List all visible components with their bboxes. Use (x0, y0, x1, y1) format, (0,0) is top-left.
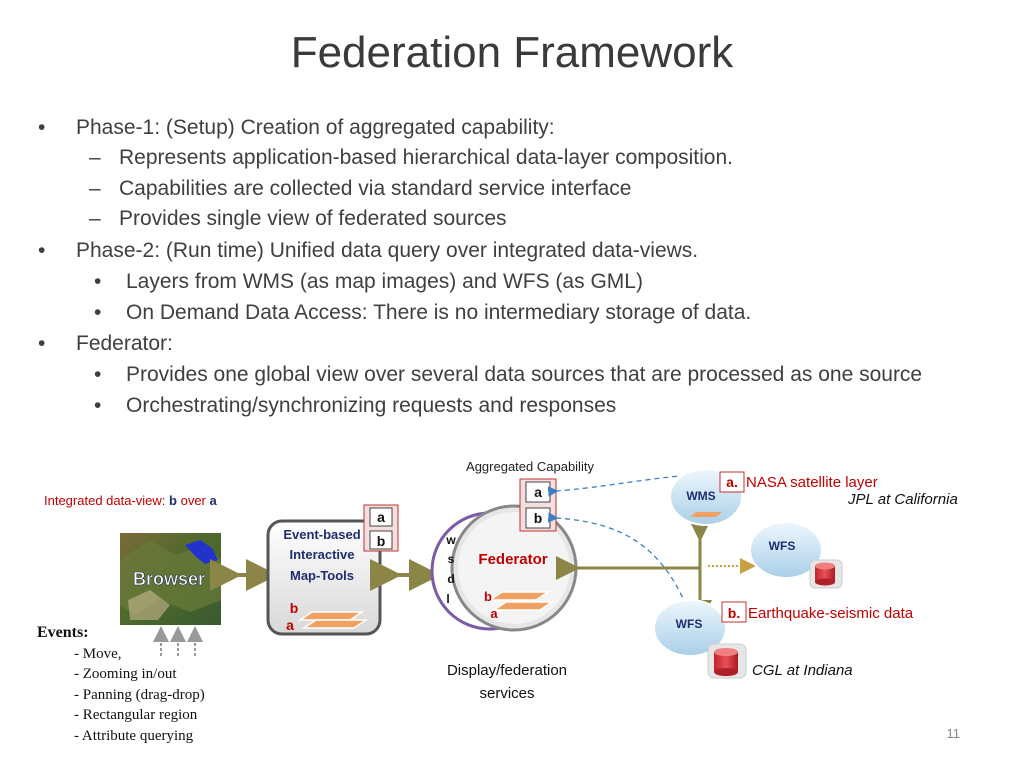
bullet-mark: • (38, 332, 46, 355)
integrated-b: b (169, 493, 177, 508)
sub-bullet: – Provides single view of federated sour… (89, 207, 507, 231)
events-title: Events: (37, 624, 89, 641)
bullet-phase2-text: Phase-2: (Run time) Unified data query o… (76, 239, 699, 262)
bullet-phase1: • Phase-1: (Setup) Creation of aggregate… (38, 116, 555, 140)
dash-mark: – (89, 177, 101, 200)
wsdl-d: d (447, 572, 454, 586)
sub-bullet: • Layers from WMS (as map images) and WF… (94, 270, 643, 294)
federator-label: Federator (478, 551, 547, 568)
wsdl-s: s (448, 552, 455, 566)
event-item: - Panning (drag-drop) (74, 687, 205, 703)
sub-bullet-text: Orchestrating/synchronizing requests and… (126, 394, 617, 417)
event-tools-line3: Map-Tools (290, 568, 354, 583)
sub-bullet-text: Capabilities are collected via standard … (119, 177, 632, 200)
jpl-label: JPL at California (847, 491, 958, 508)
sub-bullet: • On Demand Data Access: There is no int… (94, 301, 752, 325)
bullet-phase1-text: Phase-1: (Setup) Creation of aggregated … (76, 116, 555, 139)
federator-layers-icon (487, 591, 555, 611)
bullet-federator-text: Federator: (76, 332, 173, 355)
federator-layer-a: a (534, 484, 542, 500)
bullet-mark: • (94, 363, 102, 386)
nasa-marker: a. (726, 474, 738, 490)
quake-marker-box (721, 601, 747, 623)
database-icon (809, 559, 843, 589)
aggregated-capability-label: Aggregated Capability (466, 459, 594, 474)
sub-bullet: – Capabilities are collected via standar… (89, 177, 632, 201)
sub-bullet-text: Provides one global view over several da… (126, 363, 923, 386)
wfs-right-cloud (749, 521, 823, 579)
wfs-bottom-label: WFS (676, 617, 703, 631)
event-item: - Zooming in/out (74, 666, 177, 682)
wfs-capability-arrow (547, 512, 687, 606)
bullet-mark: • (94, 301, 102, 324)
tools-layer-a-label: a (286, 617, 294, 633)
event-item: - Attribute querying (74, 728, 194, 744)
quake-text: Earthquake-seismic data (748, 605, 914, 622)
slide-title: Federation Framework (290, 28, 734, 77)
wfs-bottom-cloud (653, 599, 727, 657)
wsdl-w: w (445, 533, 456, 547)
wsdl-l: l (446, 592, 449, 606)
tools-layer-b-label: b (290, 600, 299, 616)
browser-label: Browser (133, 569, 205, 589)
wms-capability-arrow (547, 473, 707, 497)
integrated-a: a (210, 493, 218, 508)
federation-diagram: Aggregated Capability Integrated data-vi… (37, 459, 961, 744)
sub-bullet: – Represents application-based hierarchi… (89, 146, 733, 170)
integrated-prefix: Integrated data-view: (44, 493, 169, 508)
cgl-label: CGL at Indiana (752, 662, 853, 679)
quake-marker: b. (728, 605, 740, 621)
federator-layer-b: b (534, 510, 543, 526)
tools-layers-icon (297, 611, 369, 629)
event-tools-line2: Interactive (289, 547, 354, 562)
sub-bullet-text: Provides single view of federated source… (119, 207, 507, 230)
database-icon (707, 643, 747, 679)
tools-capability-stack (363, 504, 399, 552)
display-services-line2: services (479, 685, 534, 702)
event-tools-line1: Event-based (283, 527, 360, 542)
bullet-mark: • (94, 270, 102, 293)
tools-layer-b: b (377, 533, 386, 549)
federator-layer-b-label: b (484, 589, 492, 604)
bullet-federator: • Federator: (38, 332, 173, 356)
dash-mark: – (89, 207, 101, 230)
bullet-mark: • (38, 116, 46, 139)
dash-mark: – (89, 146, 101, 169)
wms-label: WMS (686, 489, 715, 503)
browser-map-image (120, 533, 221, 625)
sub-bullet: • Provides one global view over several … (94, 363, 923, 387)
sub-bullet-text: Represents application-based hierarchica… (119, 146, 733, 169)
nasa-marker-box (719, 471, 745, 493)
sub-bullet: • Orchestrating/synchronizing requests a… (94, 394, 617, 418)
sub-bullet-text: On Demand Data Access: There is no inter… (126, 301, 752, 324)
display-services-line1: Display/federation (447, 662, 567, 679)
bullet-phase2: • Phase-2: (Run time) Unified data query… (38, 239, 699, 263)
bullet-mark: • (38, 239, 46, 262)
event-item: - Move, (74, 646, 122, 662)
slide-number: 11 (947, 726, 961, 741)
nasa-text: NASA satellite layer (746, 474, 878, 491)
bullet-mark: • (94, 394, 102, 417)
integrated-over: over (177, 493, 210, 508)
federator-source-connectors (556, 518, 756, 624)
event-arrows (153, 626, 203, 656)
event-item: - Rectangular region (74, 707, 198, 723)
integrated-data-view-label: Integrated data-view: b over a (44, 493, 218, 508)
tools-layer-a: a (377, 509, 385, 525)
sub-bullet-text: Layers from WMS (as map images) and WFS … (126, 270, 643, 293)
federator-layer-a-label: a (490, 606, 498, 621)
wfs-right-label: WFS (769, 539, 796, 553)
